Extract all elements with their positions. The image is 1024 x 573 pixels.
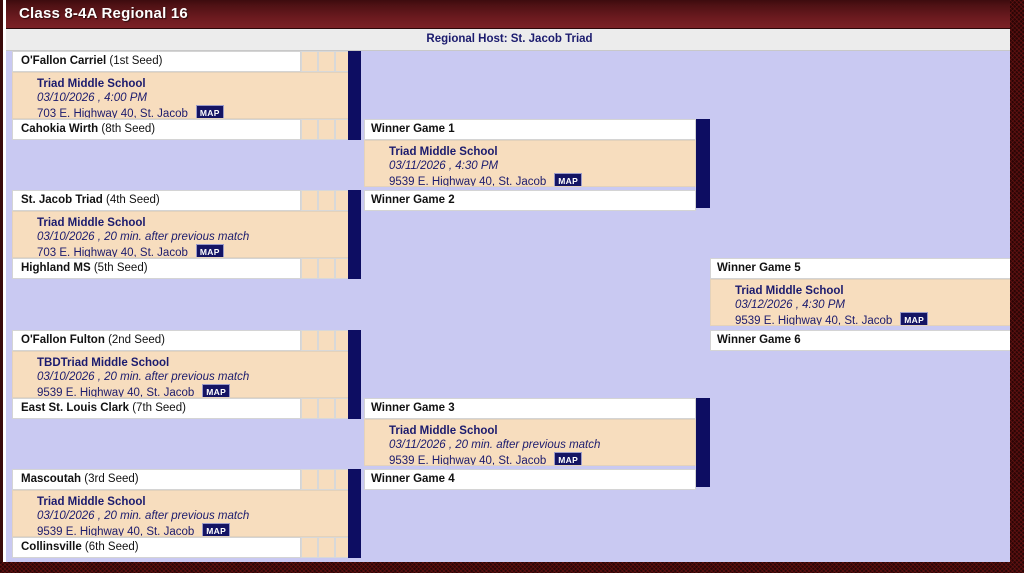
score-cell[interactable] <box>301 330 318 351</box>
team-slot-ofallon-carriel[interactable]: O'Fallon Carriel (1st Seed) <box>12 51 301 72</box>
game-venue: Triad Middle School <box>389 146 498 158</box>
winner-slot-label: Winner Game 4 <box>371 473 455 485</box>
team-name: St. Jacob Triad <box>21 194 103 206</box>
game-venue: Triad Middle School <box>37 78 146 90</box>
winner-slot-label: Winner Game 6 <box>717 334 801 346</box>
game-venue: TBDTriad Middle School <box>37 357 170 369</box>
winner-slot-label: Winner Game 5 <box>717 262 801 274</box>
map-icon[interactable]: MAP <box>202 523 231 536</box>
winner-slot-game-6[interactable]: Winner Game 6 <box>710 330 1010 351</box>
team-seed: (3rd Seed) <box>84 473 139 485</box>
game-address: 703 E. Highway 40, St. Jacob <box>37 247 188 258</box>
game-address: 9539 E. Highway 40, St. Jacob <box>389 455 547 466</box>
map-icon[interactable]: MAP <box>554 173 583 186</box>
map-icon[interactable]: MAP <box>554 452 583 465</box>
team-seed: (1st Seed) <box>109 55 163 67</box>
game-datetime: 03/10/2026 , 20 min. after previous matc… <box>37 231 250 243</box>
winner-slot-game-4[interactable]: Winner Game 4 <box>364 469 696 490</box>
team-name: Mascoutah <box>21 473 82 485</box>
team-slot-mascoutah[interactable]: Mascoutah (3rd Seed) <box>12 469 301 490</box>
bracket-page: Class 8-4A Regional 16 Regional Host: St… <box>0 0 1010 562</box>
team-seed: (4th Seed) <box>106 194 160 206</box>
score-cell[interactable] <box>318 190 335 211</box>
winner-slot-game-3[interactable]: Winner Game 3 <box>364 398 696 419</box>
score-cell[interactable] <box>301 537 318 558</box>
game-detail-4: Triad Middle School 03/10/2026 , 20 min.… <box>12 490 352 537</box>
team-name: Cahokia Wirth <box>21 123 99 135</box>
team-slot-st-jacob-triad[interactable]: St. Jacob Triad (4th Seed) <box>12 190 301 211</box>
team-seed: (6th Seed) <box>84 541 139 553</box>
game-address: 9539 E. Highway 40, St. Jacob <box>389 176 547 187</box>
score-cell[interactable] <box>301 398 318 419</box>
bracket-canvas: O'Fallon Carriel (1st Seed) Triad Middle… <box>6 51 1010 562</box>
team-name: Highland MS <box>21 262 91 274</box>
game-datetime: 03/10/2026 , 4:00 PM <box>37 92 147 104</box>
score-cell[interactable] <box>318 330 335 351</box>
team-seed: (7th Seed) <box>132 402 186 414</box>
game-datetime: 03/12/2026 , 4:30 PM <box>735 299 845 311</box>
team-slot-highland-ms[interactable]: Highland MS (5th Seed) <box>12 258 301 279</box>
team-seed: (2nd Seed) <box>108 334 165 346</box>
game-venue: Triad Middle School <box>37 496 146 508</box>
winner-slot-game-1[interactable]: Winner Game 1 <box>364 119 696 140</box>
score-cell[interactable] <box>318 537 335 558</box>
game-address: 703 E. Highway 40, St. Jacob <box>37 108 188 119</box>
game-detail-5: Triad Middle School 03/11/2026 , 4:30 PM… <box>364 140 696 187</box>
score-cell[interactable] <box>301 258 318 279</box>
game-address: 9539 E. Highway 40, St. Jacob <box>735 315 893 326</box>
winner-slot-label: Winner Game 3 <box>371 402 455 414</box>
regional-host-label: Regional Host: St. Jacob Triad <box>426 33 593 45</box>
map-icon[interactable]: MAP <box>202 384 231 397</box>
game-datetime: 03/11/2026 , 20 min. after previous matc… <box>389 439 601 451</box>
game-datetime: 03/10/2026 , 20 min. after previous matc… <box>37 371 250 383</box>
game-datetime: 03/11/2026 , 4:30 PM <box>389 160 499 172</box>
score-cell[interactable] <box>318 51 335 72</box>
game-detail-3: TBDTriad Middle School 03/10/2026 , 20 m… <box>12 351 352 398</box>
team-name: O'Fallon Carriel <box>21 55 107 67</box>
game-detail-2: Triad Middle School 03/10/2026 , 20 min.… <box>12 211 352 258</box>
bracket-connector <box>348 190 361 279</box>
team-slot-east-st-louis-clark[interactable]: East St. Louis Clark (7th Seed) <box>12 398 301 419</box>
team-slot-collinsville[interactable]: Collinsville (6th Seed) <box>12 537 301 558</box>
game-address: 9539 E. Highway 40, St. Jacob <box>37 526 195 537</box>
window-title-bar: Class 8-4A Regional 16 <box>6 0 1010 29</box>
bracket-connector <box>348 330 361 419</box>
score-cell[interactable] <box>318 469 335 490</box>
score-cell[interactable] <box>301 119 318 140</box>
team-name: East St. Louis Clark <box>21 402 130 414</box>
bracket-connector <box>696 119 710 208</box>
game-detail-7: Triad Middle School 03/12/2026 , 4:30 PM… <box>710 279 1010 326</box>
game-venue: Triad Middle School <box>37 217 146 229</box>
map-icon[interactable]: MAP <box>195 244 224 257</box>
winner-slot-label: Winner Game 1 <box>371 123 455 135</box>
score-cell[interactable] <box>318 258 335 279</box>
map-icon[interactable]: MAP <box>900 312 929 325</box>
game-address: 9539 E. Highway 40, St. Jacob <box>37 387 195 398</box>
bracket-connector <box>348 51 361 140</box>
team-slot-cahokia-wirth[interactable]: Cahokia Wirth (8th Seed) <box>12 119 301 140</box>
game-venue: Triad Middle School <box>735 285 844 297</box>
team-seed: (5th Seed) <box>93 262 148 274</box>
score-cell[interactable] <box>301 469 318 490</box>
game-datetime: 03/10/2026 , 20 min. after previous matc… <box>37 510 250 522</box>
team-seed: (8th Seed) <box>101 123 156 135</box>
team-name: O'Fallon Fulton <box>21 334 105 346</box>
score-cell[interactable] <box>318 119 335 140</box>
page-title: Class 8-4A Regional 16 <box>19 5 188 22</box>
winner-slot-game-2[interactable]: Winner Game 2 <box>364 190 696 211</box>
bracket-connector <box>348 469 361 558</box>
map-icon[interactable]: MAP <box>195 105 224 118</box>
game-detail-1: Triad Middle School 03/10/2026 , 4:00 PM… <box>12 72 352 119</box>
score-cell[interactable] <box>301 190 318 211</box>
game-detail-6: Triad Middle School 03/11/2026 , 20 min.… <box>364 419 696 466</box>
team-name: Collinsville <box>21 541 82 553</box>
winner-slot-game-5[interactable]: Winner Game 5 <box>710 258 1010 279</box>
game-venue: Triad Middle School <box>389 425 498 437</box>
winner-slot-label: Winner Game 2 <box>371 194 455 206</box>
bracket-connector <box>696 398 710 487</box>
team-slot-ofallon-fulton[interactable]: O'Fallon Fulton (2nd Seed) <box>12 330 301 351</box>
score-cell[interactable] <box>318 398 335 419</box>
regional-host-bar: Regional Host: St. Jacob Triad <box>6 29 1010 51</box>
score-cell[interactable] <box>301 51 318 72</box>
